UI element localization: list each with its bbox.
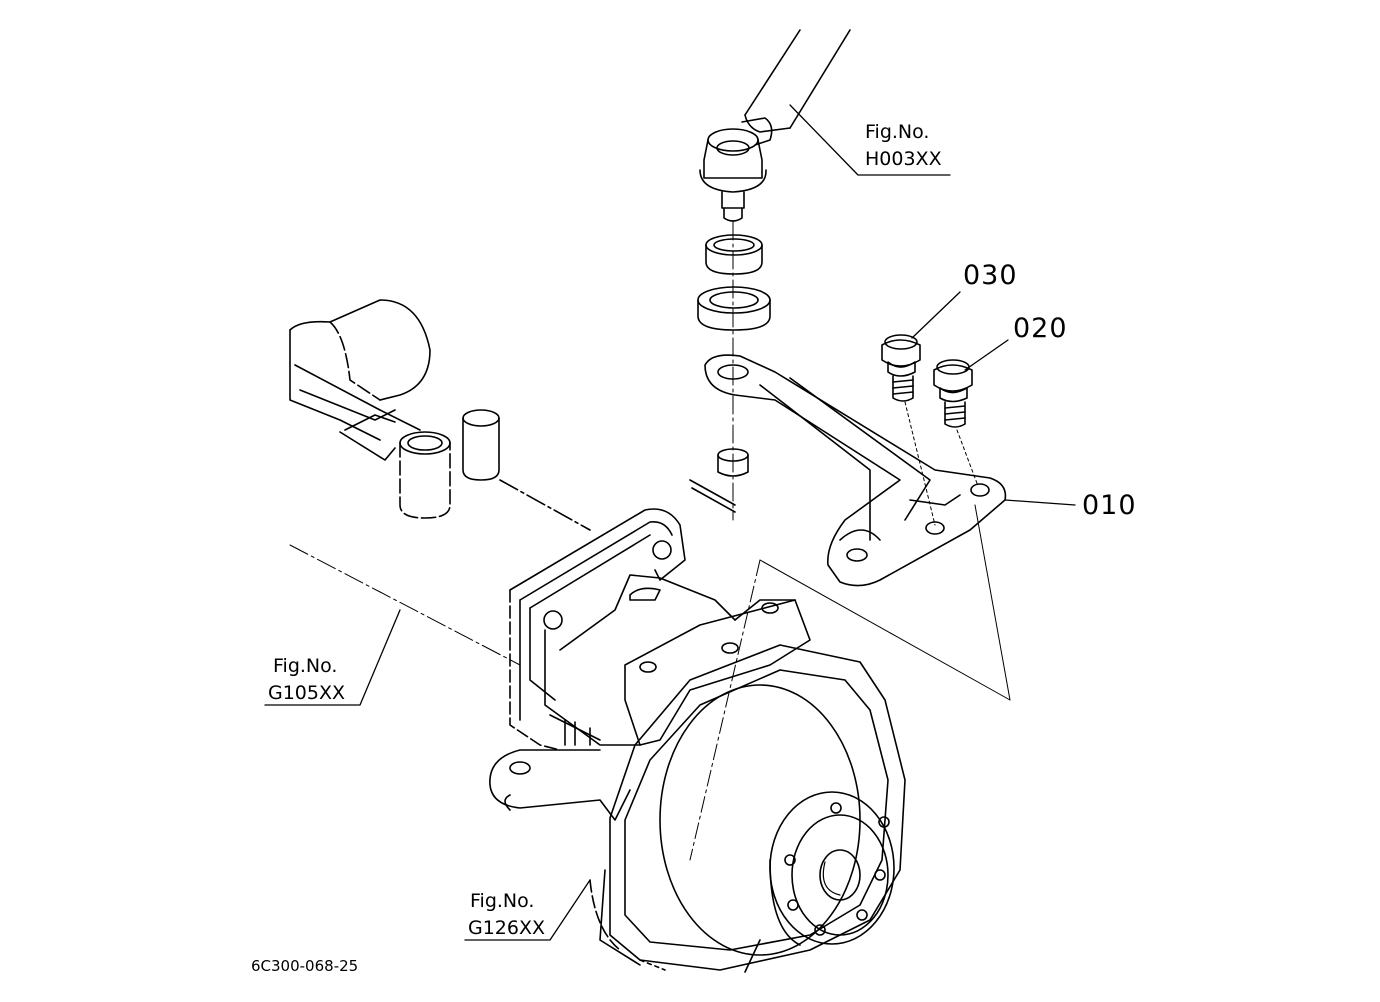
king-pin-bosses: [399, 409, 591, 531]
bolt-center-lines: [689, 401, 1011, 861]
part-number-020: 020: [1013, 313, 1068, 344]
fig-ref-title-g105xx: Fig.No.: [273, 655, 338, 677]
fig-ref-code-g105xx: G105XX: [268, 682, 346, 704]
part-number-030: 030: [963, 260, 1018, 291]
tie-rod: [741, 29, 851, 146]
bolt-030: [881, 334, 921, 402]
ball-joint: [699, 128, 767, 222]
axle-center-line: [289, 544, 521, 666]
drawing-code: 6C300-068-25: [251, 957, 359, 975]
fig-ref-code-g126xx: G126XX: [468, 917, 546, 939]
fig-ref-title-h003xx: Fig.No.: [865, 121, 930, 143]
fig-ref-title-g126xx: Fig.No.: [470, 890, 535, 912]
castle-nut: [689, 448, 749, 513]
steering-knuckle: [489, 508, 811, 821]
fig-ref-code-h003xx: H003XX: [865, 148, 942, 170]
part-number-010: 010: [1082, 490, 1137, 521]
dust-seal: [705, 234, 763, 275]
axle-housing: [289, 299, 431, 461]
leader-lines: [264, 104, 1076, 941]
wheel-hub: [589, 644, 906, 973]
bolt-020: [933, 359, 973, 428]
bushing-ring: [697, 286, 771, 331]
knuckle-arm: [704, 354, 1007, 587]
